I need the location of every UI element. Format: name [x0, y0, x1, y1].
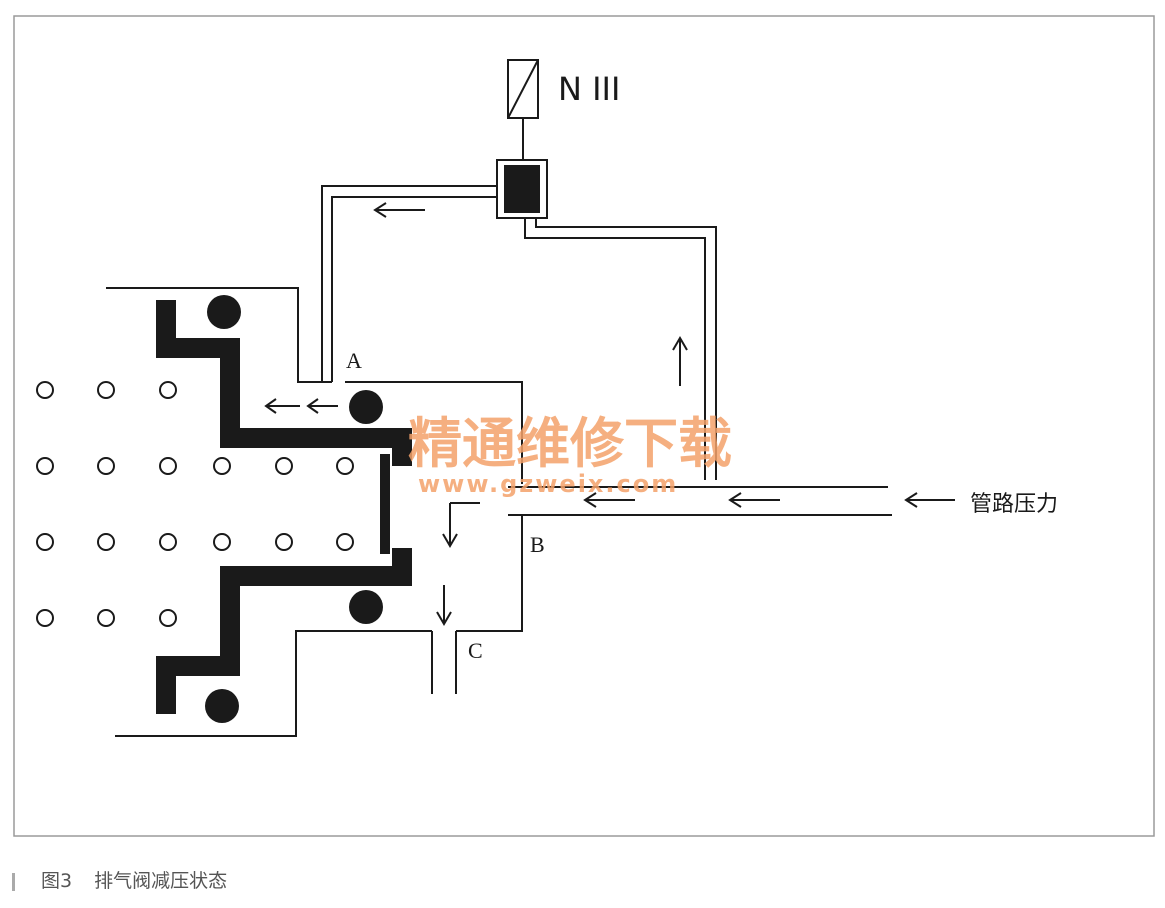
arrow-left-icon — [904, 492, 955, 508]
figure-title: 排气阀减压状态 — [94, 870, 228, 892]
arrow-left-icon — [264, 398, 300, 414]
arrow-left-icon — [583, 492, 635, 508]
control-passage-a — [321, 185, 497, 382]
arrow-up-icon — [672, 336, 688, 386]
chamber-holes — [36, 381, 354, 627]
solenoid-valve — [496, 159, 548, 219]
flow-arrows — [264, 202, 955, 626]
arrow-left-icon — [373, 202, 425, 218]
watermark-url: www.gzweix.com — [418, 470, 678, 498]
arrow-left-icon — [306, 398, 338, 414]
arrow-left-icon — [728, 492, 780, 508]
caption-marker — [12, 872, 15, 891]
figure-caption: 图3 排气阀减压状态 — [12, 866, 227, 893]
arrow-down-icon — [436, 585, 452, 626]
seal-balls — [205, 295, 383, 723]
valve-housing — [106, 287, 523, 737]
arrow-down-icon — [442, 502, 480, 548]
diaphragm-piston — [156, 300, 412, 714]
exhaust-port-c — [431, 631, 457, 694]
solenoid-coil — [507, 59, 539, 160]
supply-passage — [524, 218, 717, 480]
pipeline-pressure-label: 管路压力 — [970, 492, 1058, 517]
figure-frame — [13, 15, 1155, 837]
main-supply-line — [508, 486, 892, 516]
port-b-label: B — [530, 532, 545, 557]
watermark-text: 精通维修下载 — [408, 412, 732, 475]
port-a-label: A — [346, 348, 362, 373]
solenoid-label: N III — [558, 70, 620, 108]
figure-number: 图3 — [41, 870, 73, 892]
port-c-label: C — [468, 638, 483, 663]
